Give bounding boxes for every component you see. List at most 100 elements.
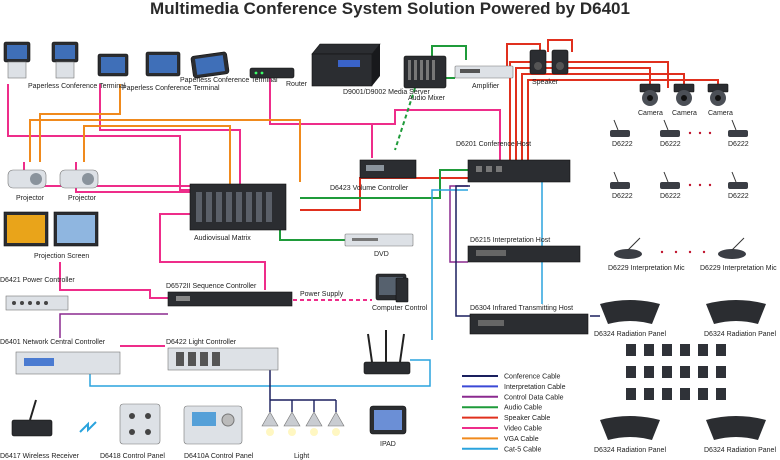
volume-controller-label: D6423 Volume Controller (330, 185, 409, 192)
radiation-panel-3-label: D6324 Radiation Panel (594, 447, 666, 454)
interpretation-host-device (467, 245, 581, 263)
cable-matrix-power (59, 262, 168, 299)
radiation-panel-2-device (706, 300, 766, 324)
cable-host-dvd (300, 169, 468, 199)
wireless-receiver-device (11, 399, 53, 437)
projector-1-device (7, 169, 47, 189)
conference-host-label: D6201 Conference Host (456, 141, 531, 148)
page-title: Multimedia Conference System Solution Po… (150, 0, 630, 18)
control-panel-label: D6418 Control Panel (100, 453, 165, 460)
sequence-controller-label: D6572II Sequence Controller (166, 283, 257, 290)
legend-label-0: Conference Cable (504, 374, 561, 381)
audio-mixer-label: Audio Mixer (408, 95, 446, 102)
unit-row-1 (610, 119, 748, 137)
radiation-panel-2-label: D6324 Radiation Panel (704, 331, 776, 338)
light-controller-label: D6422 Light Controller (166, 339, 237, 346)
radiation-panel-4-device (706, 416, 766, 440)
control-panel-2-device (183, 405, 243, 445)
video-cables (7, 78, 501, 347)
dvd-label: DVD (374, 251, 389, 258)
paperless-terminal-2 (51, 41, 79, 79)
cable-central-router (89, 359, 431, 387)
cable-vga-3 (39, 84, 121, 162)
router-label: Router (286, 81, 308, 88)
cat5-cables (89, 182, 543, 387)
power-controller-device (5, 295, 69, 311)
receivers-grid (626, 344, 726, 400)
audio-mixer-device (403, 55, 447, 89)
unit-label-3: D6222 (728, 141, 749, 148)
radiation-panel-4-label: D6324 Radiation Panel (704, 447, 776, 454)
cable-terminal2-matrix (99, 84, 241, 184)
cable-matrix-projector-1 (23, 162, 190, 187)
paperless-terminal-3 (97, 51, 230, 79)
audiovisual-matrix-device (189, 183, 287, 231)
computer-control-device (375, 273, 409, 303)
cable-amp-speaker-2 (547, 39, 573, 52)
amplifier-label: Amplifier (472, 83, 500, 90)
amplifier-device (454, 65, 514, 79)
infrared-host-label: D6304 Infrared Transmitting Host (470, 305, 573, 312)
unit-dots (688, 131, 712, 187)
legend-label-7: Cat-5 Cable (504, 446, 541, 453)
volume-controller-device (359, 159, 417, 179)
interpretation-mic-2-device (718, 237, 746, 259)
cable-dvd-matrix (279, 228, 345, 241)
unit-label-1: D6222 (612, 141, 633, 148)
projector-2-label: Projector (68, 195, 97, 202)
unit-label-4: D6222 (612, 193, 633, 200)
cable-host-camera-1 (515, 67, 651, 160)
mic-dots (660, 250, 706, 254)
control-panel-device (119, 403, 161, 445)
legend-label-6: VGA Cable (504, 436, 539, 443)
cable-host-matrix-red (300, 177, 468, 211)
wifi-router-device (363, 330, 411, 375)
wireless-receiver-label: D6417 Wireless Receiver (0, 453, 80, 460)
cable-mixer-media (431, 45, 467, 60)
light-devices (261, 399, 345, 436)
media-server-device (311, 43, 381, 87)
cable-vga-1 (29, 119, 301, 182)
cable-amp-speaker-1 (506, 43, 541, 68)
power-supply-label: Power Supply (300, 291, 344, 298)
speaker-label: Speaker (532, 79, 559, 86)
interpretation-mic-1-device (614, 237, 642, 259)
cable-vga-2 (83, 125, 231, 190)
legend-label-2: Control Data Cable (504, 394, 564, 401)
network-central-controller-label: D6401 Network Central Controller (0, 339, 106, 346)
router-device (249, 67, 295, 79)
radiation-panel-1-label: D6324 Radiation Panel (594, 331, 666, 338)
paperless-terminal-1 (3, 41, 31, 79)
cable-terminal-matrix (7, 84, 195, 191)
speaker-device (529, 49, 569, 75)
legend-label-3: Audio Cable (504, 405, 542, 412)
cable-mixer-volume (394, 87, 416, 151)
camera-3-device (707, 83, 729, 106)
audio-cables (279, 45, 468, 241)
unit-row-2 (610, 171, 748, 189)
unit-label-5: D6222 (660, 193, 681, 200)
light-controller-device (167, 347, 279, 371)
interpretation-host-label: D6215 Interpretation Host (470, 237, 550, 244)
network-central-controller-device (15, 351, 121, 375)
cable-router-matrix (269, 78, 501, 160)
dvd-device (344, 233, 414, 247)
camera-1-label: Camera (638, 110, 663, 117)
radiation-panel-3-device (600, 416, 660, 440)
ipad-device (369, 405, 407, 435)
camera-2-device (673, 83, 695, 106)
light-label: Light (294, 453, 309, 460)
radiation-panel-1-device (600, 300, 660, 324)
projection-screen-label: Projection Screen (34, 253, 89, 260)
legend-label-4: Speaker Cable (504, 415, 550, 422)
computer-control-label: Computer Control (372, 305, 428, 312)
audiovisual-matrix-label: Audiovisual Matrix (194, 235, 251, 242)
paperless-terminal-1-label: Paperless Conference Terminal (28, 83, 126, 90)
conference-host-device (467, 159, 571, 183)
cables (7, 39, 719, 400)
interpretation-mic-1-label: D6229 Interpretation Mic (608, 265, 685, 272)
cable-central-sequence (59, 313, 168, 338)
sequence-controller-device (167, 291, 293, 307)
vga-cables (29, 84, 301, 190)
